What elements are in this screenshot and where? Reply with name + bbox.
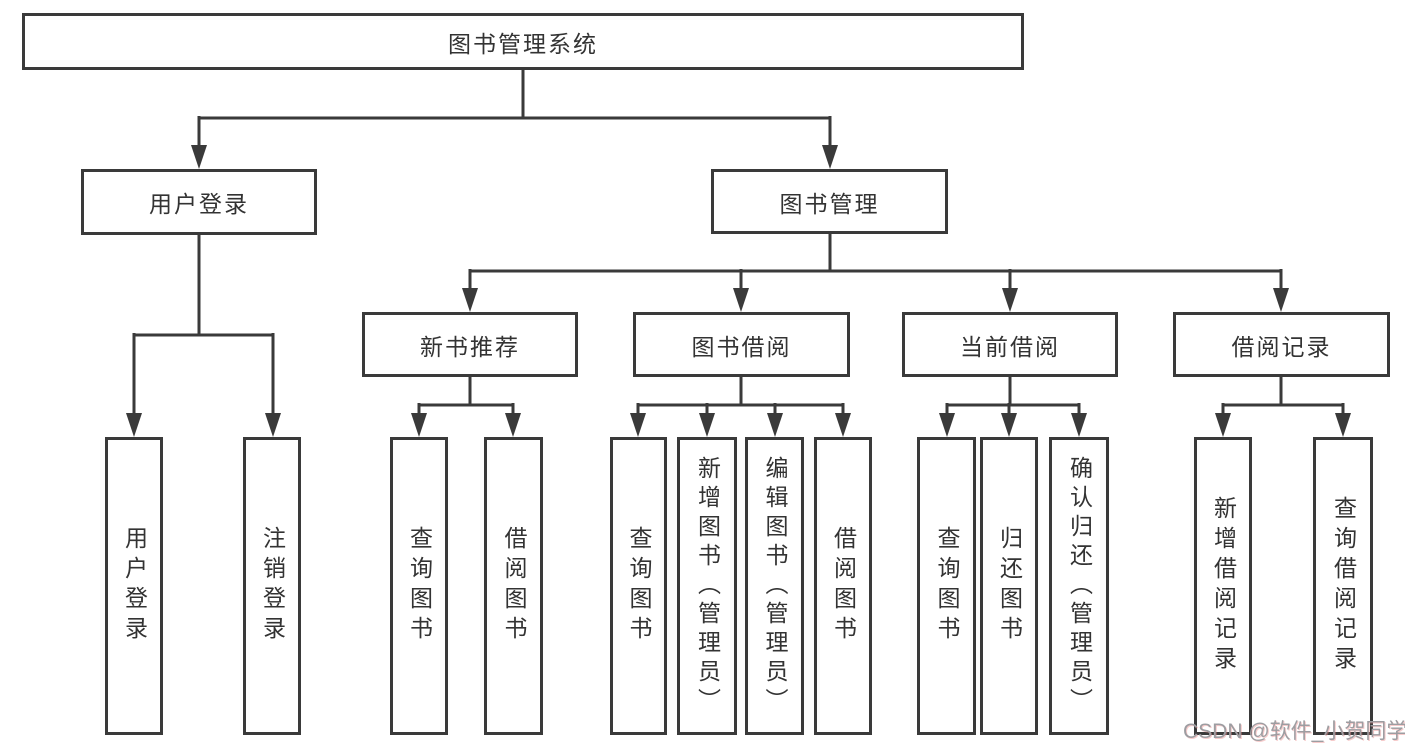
arrowhead-icon [835,413,851,437]
connector-userlogin-to-leaves [126,235,281,437]
arrowhead-icon [699,413,715,437]
arrowhead-icon [733,288,749,312]
leaf-borrow-books-borrowing: 借阅图书 [814,437,872,735]
leaf-add-books-admin: 新增图书（管理员） [677,437,737,735]
node-root-label: 图书管理系统 [448,30,598,57]
arrowhead-icon [1335,413,1351,437]
leaf-query-borrow-record: 查询借阅记录 [1313,437,1373,735]
leaf-query-borrow-record-label: 查询借阅记录 [1330,496,1357,676]
arrowhead-icon [411,413,427,437]
leaf-query-books-borrowing: 查询图书 [610,437,667,735]
leaf-query-books-current: 查询图书 [917,437,976,735]
node-user-login: 用户登录 [81,169,317,235]
leaf-borrow-books-recommend-label: 借阅图书 [501,526,527,646]
connector-records-to-leaves [1215,376,1351,437]
connector-root-to-level2 [191,69,838,169]
leaf-query-books-current-label: 查询图书 [934,526,960,646]
node-book-borrowing-label: 图书借阅 [691,333,792,360]
arrowhead-icon [630,413,646,437]
node-borrowing-records: 借阅记录 [1173,312,1390,377]
arrowhead-icon [126,413,142,437]
arrowhead-icon [939,413,955,437]
node-new-book-recommend-label: 新书推荐 [420,333,520,360]
node-book-management-label: 图书管理 [779,190,880,217]
leaf-confirm-return-admin: 确认归还（管理员） [1049,437,1109,735]
node-user-login-label: 用户登录 [149,191,249,217]
arrowhead-icon [1215,413,1231,437]
node-book-borrowing: 图书借阅 [633,312,850,377]
leaf-logout-label: 注销登录 [259,526,286,646]
node-borrowing-records-label: 借阅记录 [1231,333,1332,360]
leaf-borrow-books-recommend: 借阅图书 [484,437,543,735]
leaf-add-books-admin-label: 新增图书（管理员） [694,455,721,717]
arrowhead-icon [1001,413,1017,437]
arrowhead-icon [462,288,478,312]
connector-current-to-leaves [939,376,1087,437]
connector-bookmgmt-to-level3 [462,233,1289,312]
arrowhead-icon [822,145,838,169]
leaf-return-books-label: 归还图书 [996,526,1023,646]
leaf-user-login-label: 用户登录 [121,526,148,646]
leaf-edit-books-admin: 编辑图书（管理员） [745,437,804,735]
leaf-query-books-recommend: 查询图书 [390,437,448,735]
arrowhead-icon [1002,288,1018,312]
connector-borrowing-to-leaves [630,376,851,437]
leaf-user-login: 用户登录 [105,437,163,735]
arrowhead-icon [191,145,207,169]
leaf-confirm-return-admin-label: 确认归还（管理员） [1066,455,1093,717]
arrowhead-icon [1071,413,1087,437]
leaf-logout: 注销登录 [243,437,301,735]
leaf-query-books-recommend-label: 查询图书 [406,526,433,646]
connector-newbooks-to-leaves [411,376,521,437]
node-root: 图书管理系统 [22,13,1024,70]
node-book-management: 图书管理 [711,169,948,234]
leaf-add-borrow-record-label: 新增借阅记录 [1210,496,1237,676]
leaf-add-borrow-record: 新增借阅记录 [1194,437,1252,735]
arrowhead-icon [1273,288,1289,312]
node-current-borrowing-label: 当前借阅 [960,333,1060,360]
leaf-query-books-borrowing-label: 查询图书 [626,526,652,646]
node-new-book-recommend: 新书推荐 [362,312,578,377]
leaf-edit-books-admin-label: 编辑图书（管理员） [762,455,788,717]
csdn-watermark: CSDN @软件_小贺同学 [1183,720,1405,743]
leaf-return-books: 归还图书 [980,437,1038,735]
arrowhead-icon [265,413,281,437]
arrowhead-icon [505,413,521,437]
leaf-borrow-books-borrowing-label: 借阅图书 [830,526,857,646]
arrowhead-icon [767,413,783,437]
node-current-borrowing: 当前借阅 [902,312,1118,377]
